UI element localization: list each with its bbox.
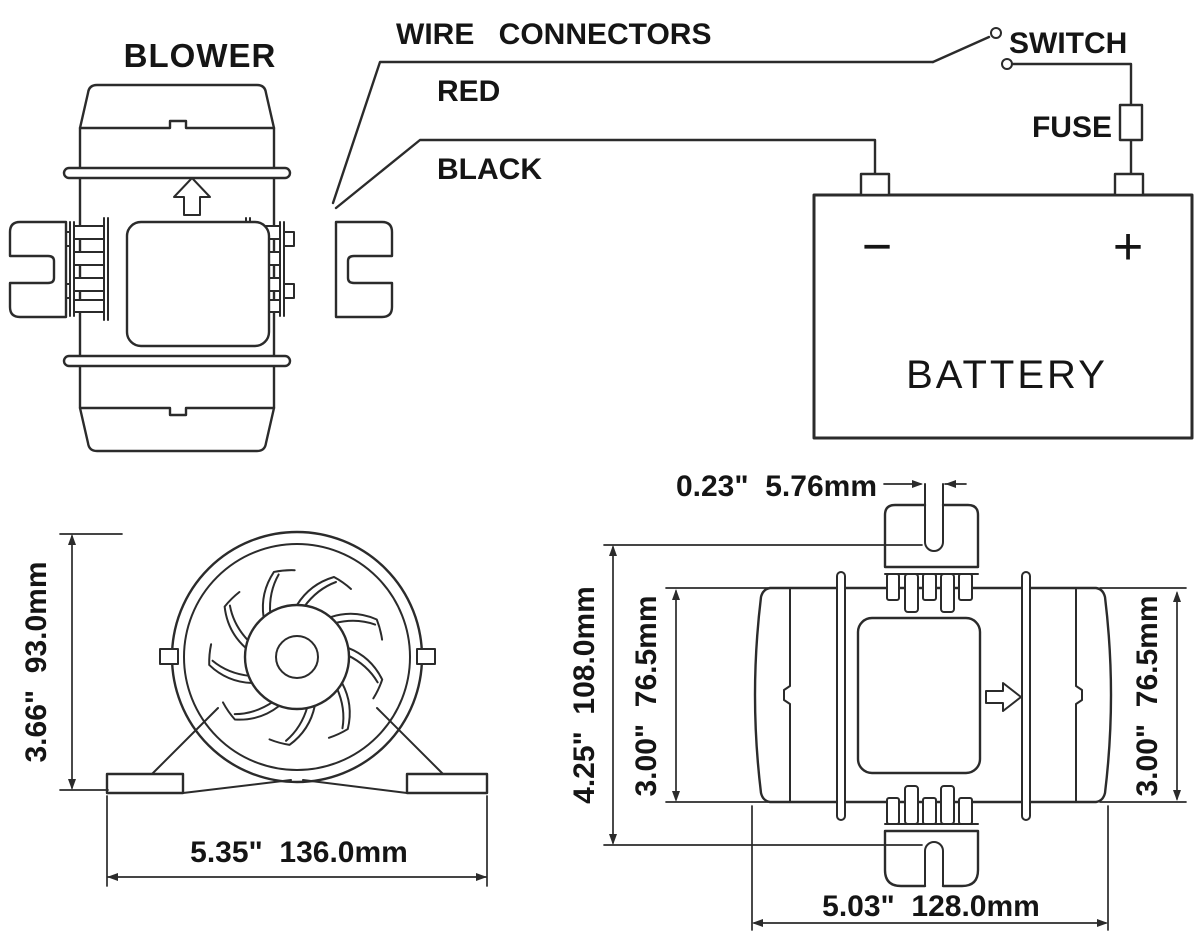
battery-body [812,193,1194,440]
blower-label: BLOWER [124,37,277,74]
front-width-dimension: 5.35" 136.0mm [106,795,488,887]
bracket-right [334,220,394,319]
battery-terminal-negative [859,172,891,197]
switch-contact-bottom [1001,58,1013,70]
switch-lever [931,35,991,64]
mount-strap-top [62,166,292,180]
mount-base [105,707,489,795]
side-label-plate [856,616,982,775]
overall-height-dimension: 4.25" 108.0mm [568,544,923,846]
bracket-left [8,220,68,319]
front-width-dim-text: 5.35" 136.0mm [190,836,408,869]
fuse-symbol [1118,103,1144,142]
overall-length-dimension: 5.03" 128.0mm [751,805,1109,931]
red-wire [331,60,935,205]
slot-width-dimension: 0.23" 5.76mm [676,470,967,503]
blower-bottom-cap [78,406,276,453]
duct-diameter-dimension-left: 3.00" 76.5mm [630,587,769,803]
black-wire [334,138,877,210]
wiring-diagram: BLOWER WIRE CONNECTORS RED BLACK SWITCH … [8,18,1194,453]
overall-height-dim-text: 4.25" 108.0mm [568,586,601,804]
hose-ribs-left [59,217,109,321]
clamp-tab-right [416,648,436,665]
airflow-right-arrow-icon [985,682,1022,712]
duct-diameter-right-text: 3.00" 76.5mm [1131,595,1164,796]
mount-strap-bottom [62,354,292,368]
fan-hub [243,603,351,711]
blower-unit-drawing [8,83,394,453]
wire-connectors-label: WIRE CONNECTORS [396,18,711,51]
wires [331,27,1144,210]
switch-to-fuse-wire [1010,62,1133,109]
mount-bracket-bottom [883,785,980,888]
mount-bracket-top [883,483,980,613]
overall-length-dim-text: 5.03" 128.0mm [822,890,1040,923]
battery-label: BATTERY [906,353,1108,397]
switch-label: SWITCH [1009,27,1127,60]
duct-diameter-left-text: 3.00" 76.5mm [630,595,663,796]
side-cap-seam-right [1075,588,1083,803]
fuse-label: FUSE [1032,111,1112,144]
mount-foot-right [405,772,489,795]
side-strap-left [836,571,846,821]
side-cap-seam-left [783,588,791,803]
front-height-dimension: 3.66" 93.0mm [20,533,123,791]
switch-contact-top [990,27,1002,39]
fan-face [159,530,436,784]
black-wire-label: BLACK [437,153,542,186]
mount-foot-left [105,772,185,795]
blower-top-cap [78,83,276,130]
blower-label-plate [125,220,271,348]
side-strap-right [1021,571,1031,821]
fan-hub-center [275,635,319,679]
front-view: 3.66" 93.0mm 5.35" 136.0mm [20,530,489,887]
red-wire-label: RED [437,75,500,108]
clamp-tab-left [159,648,179,665]
battery-negative-symbol: − [862,218,892,276]
front-height-dim-text: 3.66" 93.0mm [20,561,53,762]
battery: − + BATTERY [812,172,1194,440]
airflow-up-arrow-icon [173,177,211,216]
battery-positive-symbol: + [1113,218,1143,276]
fan-inner-ring [183,543,411,771]
side-view: 0.23" 5.76mm 4.25" 108.0mm 3.00" 76.5mm … [568,470,1187,931]
battery-terminal-positive [1113,172,1145,197]
duct-diameter-dimension-right: 3.00" 76.5mm [1099,587,1187,803]
slot-width-dim-text: 0.23" 5.76mm [676,470,877,503]
